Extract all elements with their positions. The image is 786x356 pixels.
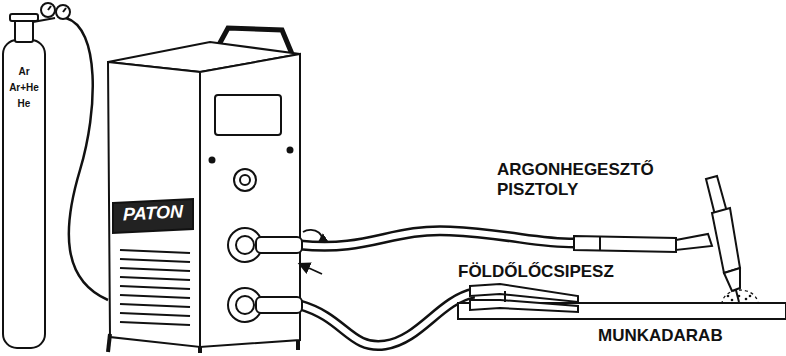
vent-slot [120,313,190,316]
vent-slot [120,295,190,298]
spark-dot [738,295,741,298]
spark-dot [731,299,734,302]
spark-dot [749,295,752,298]
workpiece-label: MUNKADARAB [598,326,778,346]
gas-label: He [4,98,44,110]
vent-slot [120,322,190,325]
vent-slot [120,268,190,271]
arc-zone [722,290,758,304]
arc-sparks [727,295,752,302]
logo-plate [113,199,193,233]
gas-cylinder [3,3,70,348]
vent-slot [120,259,190,262]
insert-arrow [300,264,322,274]
brand-logo: PATON [113,201,193,227]
ground-clamp-label: FÖLDŐLŐCSIPESZ [458,262,648,282]
vent-slots [120,250,190,325]
tig-torch [574,176,740,302]
gas-label: Ar [4,66,44,78]
vent-slot [120,250,190,253]
ground-clamp [470,284,578,312]
cable-plugs [256,237,302,313]
vent-slot [120,277,190,280]
vent-slot [120,304,190,307]
vent-slot [120,286,190,289]
torch-label: ARGONHEGESZTŐ PISZTOLY [497,160,667,201]
spark-dot [745,298,748,301]
welding-cables [300,231,578,346]
spark-dot [727,295,730,298]
gas-hose [66,18,108,300]
gas-label: Ar+He [4,82,44,94]
